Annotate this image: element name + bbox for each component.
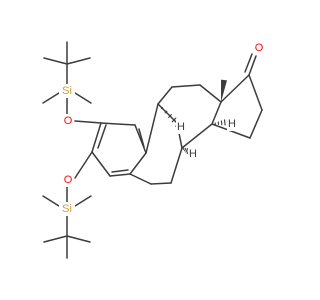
si-atom-bottom: Si <box>62 203 72 215</box>
bond-c13-c14 <box>211 101 222 125</box>
bond-c16-c15 <box>249 109 263 139</box>
atom-labels: Si O O Si O H H H <box>59 41 265 216</box>
bond-si-methyl-top-left <box>42 92 60 104</box>
bond-c14-c8 <box>181 123 213 149</box>
bond-c13-c17 <box>220 74 250 103</box>
bond-c2-c3 <box>91 122 102 153</box>
bond-c4-c5-double <box>111 169 129 173</box>
bond-c9-c11 <box>157 86 173 105</box>
bond-tbu-top-methyl-2 <box>66 57 91 65</box>
methyl-wedge-c13 <box>221 79 227 102</box>
bond-c6-c7 <box>150 182 172 185</box>
bond-c10-c1 <box>134 124 147 154</box>
bond-c2-c3-double <box>97 124 107 149</box>
bond-si-methyl-bottom-right <box>74 195 92 207</box>
si-atom-top: Si <box>62 85 72 97</box>
hashed-bond-h9 <box>164 110 168 114</box>
bond-c10-c9 <box>145 103 159 154</box>
hashed-bond-h9 <box>171 117 177 123</box>
oxygen-atom-top: O <box>64 115 73 127</box>
bond-c17-o <box>248 55 257 76</box>
bond-c11-c12 <box>171 84 201 88</box>
bond-c12-c13 <box>199 84 222 103</box>
bond-c5-c6 <box>129 173 152 185</box>
bond-tbu-bottom-methyl-2 <box>66 235 91 243</box>
bonds <box>42 41 263 259</box>
hashed-bond-h8 <box>182 147 185 150</box>
molecule-diagram: Si O O Si O H H H <box>42 41 265 259</box>
bond-c3-c4 <box>91 151 111 177</box>
hashed-bond-h9 <box>168 114 172 118</box>
bond-c17-c16 <box>248 74 263 111</box>
bond-tbu-bottom-methyl-1 <box>43 235 68 243</box>
bond-c5-c10 <box>129 152 147 175</box>
bond-c1-c2 <box>100 122 136 126</box>
bond-c7-c8 <box>170 147 183 184</box>
hashed-bond-h8 <box>184 147 187 152</box>
oxygen-atom-bottom: O <box>64 174 73 186</box>
hydrogen-label-c8: H <box>189 148 197 160</box>
hashed-bond-h9 <box>160 106 164 110</box>
bond-tbu-top-methyl-1 <box>43 57 68 65</box>
bond-c3-o <box>74 151 93 179</box>
hashed-bond-h14 <box>223 119 226 126</box>
bond-si-methyl-bottom-left <box>42 195 60 207</box>
hydrogen-label-c9: H <box>177 121 185 133</box>
bond-c17-o-double <box>244 53 253 73</box>
oxygen-atom-ketone: O <box>255 42 264 54</box>
bond-si-methyl-top-right <box>74 92 92 104</box>
hydrogen-label-c14: H <box>228 118 236 130</box>
hashed-bond-h8 <box>185 148 189 153</box>
bond-c2-o <box>74 120 102 124</box>
bond-c1-c10-double <box>138 128 145 148</box>
bond-c4-c5 <box>109 173 131 177</box>
